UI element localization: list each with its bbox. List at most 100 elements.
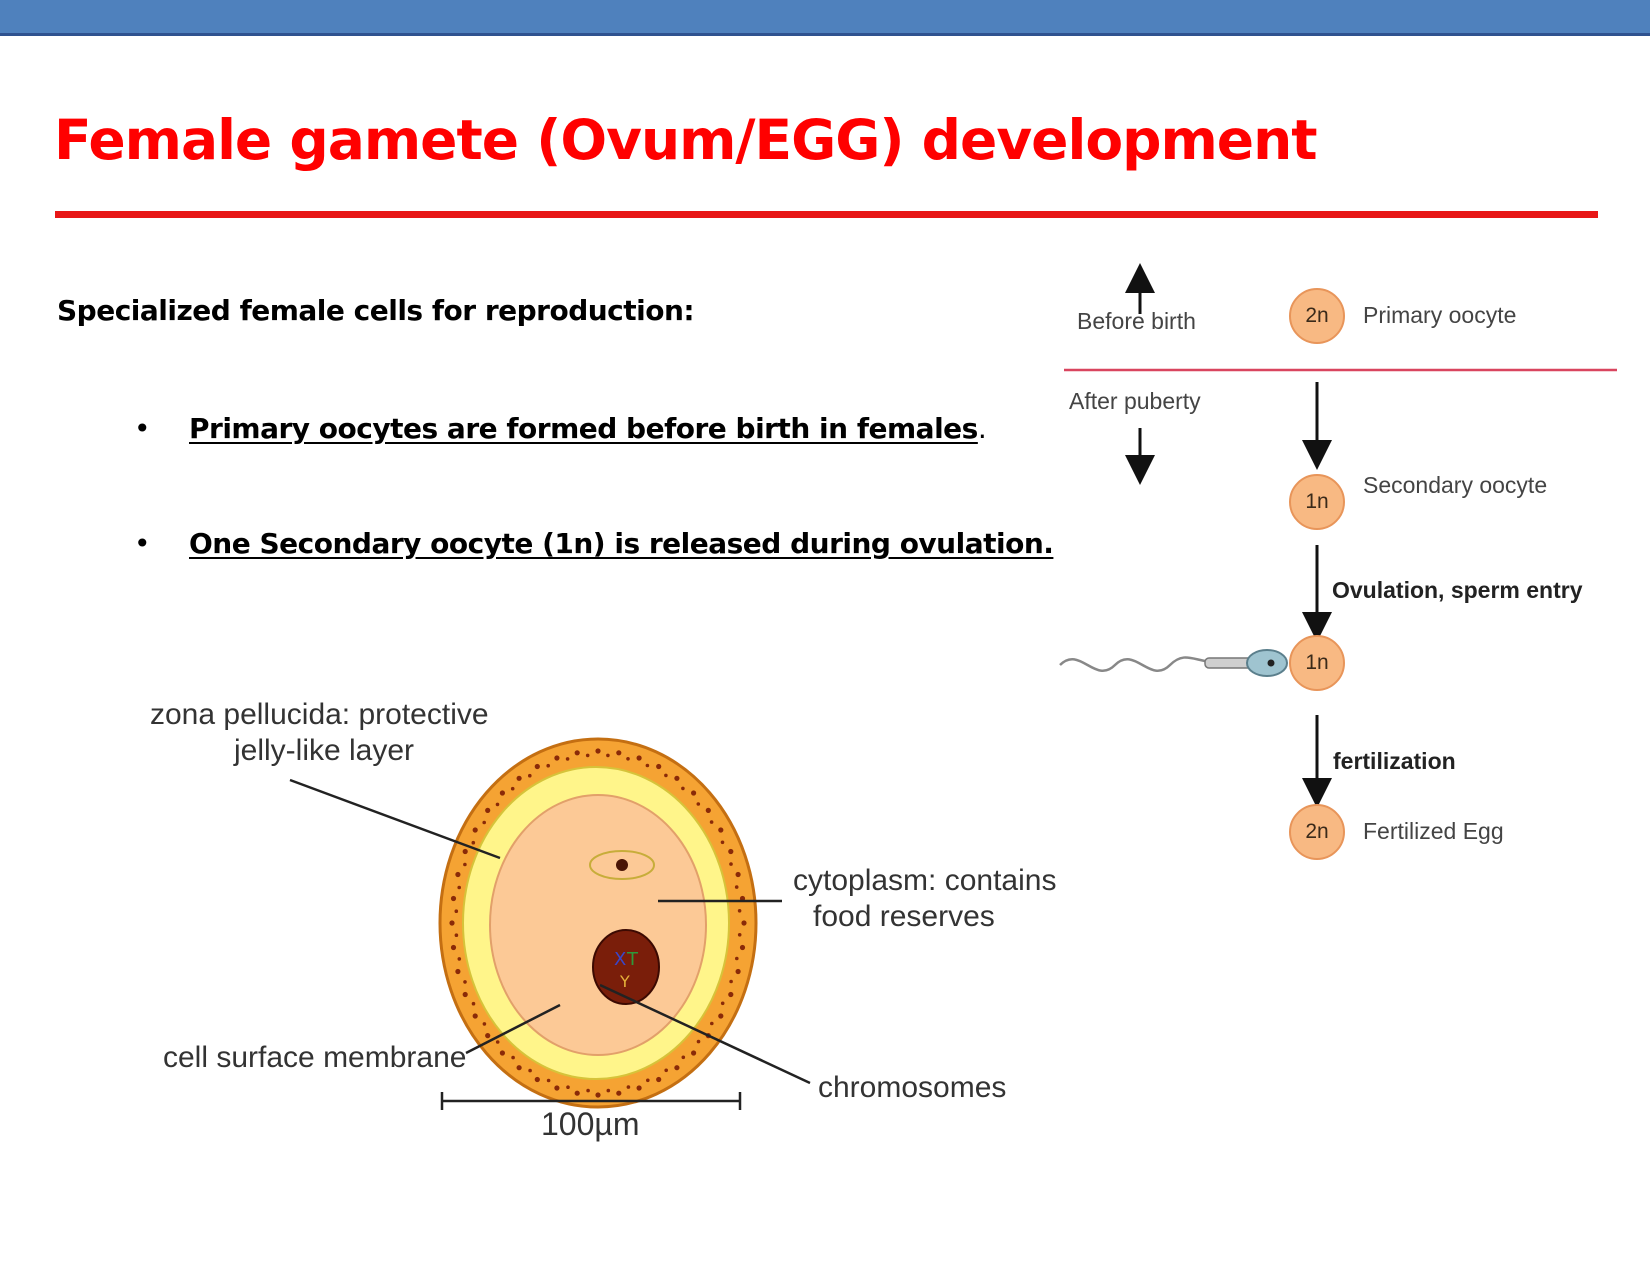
follicle-nucleus-dot xyxy=(565,757,570,761)
follicle-nucleus-dot xyxy=(626,1085,631,1089)
slide-title: Female gamete (Ovum/EGG) development xyxy=(54,108,1318,172)
follicle-nucleus-dot xyxy=(449,920,455,926)
zona-label-line2: jelly-like layer xyxy=(234,734,415,767)
follicle-nucleus-dot xyxy=(656,1076,662,1083)
follicle-nucleus-dot xyxy=(455,871,461,878)
svg-text:Y: Y xyxy=(619,972,630,991)
bullet-text: Primary oocytes are formed before birth … xyxy=(189,412,978,445)
follicle-nucleus-dot xyxy=(485,807,491,813)
follicle-nucleus-dot xyxy=(566,1085,570,1089)
follicle-nucleus-dot xyxy=(585,753,590,758)
bullet-glyph: • xyxy=(134,527,151,560)
oogenesis-flow-diagram: Before birth After puberty 2n Primary oo… xyxy=(1055,260,1650,900)
follicle-nucleus-dot xyxy=(471,1001,476,1006)
svg-text:T: T xyxy=(626,949,639,970)
follicle-nucleus-dot xyxy=(681,786,685,791)
follicle-nucleus-dot xyxy=(705,807,711,813)
follicle-nucleus-dot xyxy=(696,802,701,806)
follicle-nucleus-dot xyxy=(454,909,459,913)
follicle-nucleus-dot xyxy=(720,1001,725,1006)
follicle-nucleus-dot xyxy=(616,1090,622,1096)
follicle-nucleus-dot xyxy=(516,775,522,781)
follicle-nucleus-dot xyxy=(709,820,714,824)
follicle-nucleus-dot xyxy=(656,763,662,770)
nucleus xyxy=(592,929,660,1005)
sperm-entry-oocyte-circle: 1n xyxy=(1289,635,1345,691)
cytoplasm-label-line2: food reserves xyxy=(813,900,995,933)
follicle-nucleus-dot xyxy=(710,1021,714,1026)
follicle-nucleus-dot xyxy=(616,750,622,756)
follicle-nucleus-dot xyxy=(463,862,467,867)
bullet-glyph: • xyxy=(134,412,151,445)
follicle-nucleus-dot xyxy=(462,848,468,855)
follicle-nucleus-dot xyxy=(718,1013,724,1019)
follicle-nucleus-dot xyxy=(735,956,739,961)
zona-pointer xyxy=(289,778,501,860)
follicle-nucleus-dot xyxy=(546,1078,551,1083)
follicle-nucleus-dot xyxy=(499,1050,505,1056)
follicle-nucleus-dot xyxy=(554,1085,560,1091)
follicle-nucleus-dot xyxy=(636,755,642,761)
fertilized-egg-label: Fertilized Egg xyxy=(1363,818,1504,844)
follicle-nucleus-dot xyxy=(626,757,630,761)
follicle-nucleus-dot xyxy=(606,753,610,758)
intro-text: Specialized female cells for reproductio… xyxy=(57,294,695,327)
follicle-nucleus-dot xyxy=(510,786,515,791)
follicle-nucleus-dot xyxy=(586,1088,590,1093)
sperm-icon xyxy=(1059,649,1288,677)
follicle-nucleus-dot xyxy=(681,1055,686,1060)
after-puberty-label: After puberty xyxy=(1069,388,1201,414)
primary-oocyte-circle: 2n xyxy=(1289,288,1345,344)
follicle-nucleus-dot xyxy=(728,848,734,855)
chromosomes-pointer xyxy=(599,983,811,1085)
follicle-nucleus-dot xyxy=(729,862,733,866)
follicle-nucleus-dot xyxy=(482,1022,487,1026)
follicle-nucleus-dot xyxy=(485,1033,491,1039)
before-birth-label: Before birth xyxy=(1077,308,1196,334)
follicle-nucleus-dot xyxy=(463,980,467,984)
egg-cell-diagram: X T Y zona pellucida: protective jelly-l… xyxy=(130,698,1130,1215)
follicle-nucleus-dot xyxy=(737,909,742,913)
follicle-nucleus-dot xyxy=(499,790,505,796)
follicle-nucleus-dot xyxy=(472,827,478,833)
top-bar xyxy=(0,0,1650,36)
membrane-label: cell surface membrane xyxy=(163,1041,467,1074)
fertilization-step-label: fertilization xyxy=(1333,748,1456,774)
follicle-nucleus-dot xyxy=(457,957,462,961)
follicle-nucleus-dot xyxy=(454,933,459,937)
follicle-nucleus-dot xyxy=(516,1065,522,1071)
follicle-nucleus-dot xyxy=(674,1065,680,1071)
follicle-nucleus-dot xyxy=(664,1068,668,1073)
follicle-nucleus-dot xyxy=(729,979,733,984)
follicle-nucleus-dot xyxy=(462,991,468,998)
follicle-nucleus-dot xyxy=(554,755,560,761)
bullet-secondary-oocyte: • One Secondary oocyte (1n) is released … xyxy=(134,527,1054,560)
follicle-nucleus-dot xyxy=(737,933,742,937)
svg-text:X: X xyxy=(614,949,626,970)
follicle-nucleus-dot xyxy=(720,840,725,845)
follicle-nucleus-dot xyxy=(450,944,457,951)
follicle-nucleus-dot xyxy=(534,1076,540,1083)
follicle-nucleus-dot xyxy=(546,763,550,768)
follicle-nucleus-dot xyxy=(534,763,540,770)
follicle-nucleus-dot xyxy=(735,968,741,975)
egg-illustration: X T Y xyxy=(289,737,811,1110)
follicle-nucleus-dot xyxy=(718,827,724,833)
follicle-nucleus-dot xyxy=(574,750,580,756)
follicle-nucleus-dot xyxy=(471,840,476,845)
follicle-nucleus-dot xyxy=(495,1040,500,1044)
bullet-text: One Secondary oocyte (1n) is released du… xyxy=(189,527,1054,560)
membrane-pointer xyxy=(465,1003,561,1055)
follicle-nucleus-dot xyxy=(574,1090,580,1096)
follicle-nucleus-dot xyxy=(450,895,457,902)
follicle-nucleus-dot xyxy=(741,920,747,926)
bullet-primary-oocytes: • Primary oocytes are formed before birt… xyxy=(134,412,987,445)
follicle-nucleus-dot xyxy=(728,991,734,998)
follicle-nucleus-dot xyxy=(674,775,680,781)
follicle-nucleus-dot xyxy=(528,773,532,778)
title-underline xyxy=(55,211,1598,218)
chromosomes-label: chromosomes xyxy=(818,1071,1007,1104)
follicle-nucleus-dot xyxy=(696,1039,701,1044)
follicle-nucleus-dot xyxy=(636,1085,642,1091)
follicle-nucleus-dot xyxy=(606,1088,611,1093)
